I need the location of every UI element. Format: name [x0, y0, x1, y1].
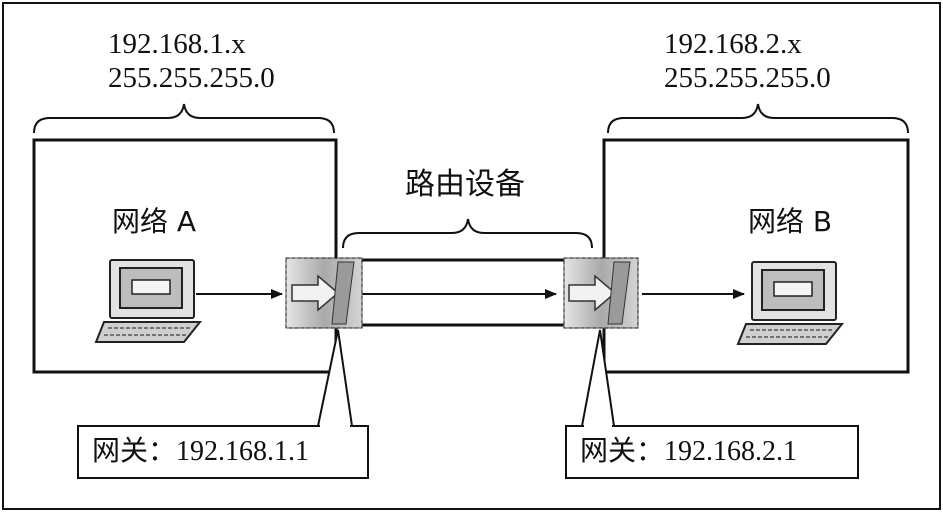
router-b-icon — [563, 257, 639, 329]
gateway-a-pointer — [317, 329, 353, 427]
network-b-box — [602, 138, 910, 374]
computer-a-icon — [94, 259, 203, 343]
gateway-b-pointer — [581, 329, 615, 427]
computer-b-icon — [736, 261, 845, 345]
gateway-a-label: 网关：192.168.1.1 — [92, 436, 310, 467]
routing-brace — [342, 218, 593, 249]
network-a-label: 网络 A — [112, 205, 197, 238]
gateway-a-box — [77, 425, 369, 479]
network-a-mask: 255.255.255.0 — [108, 62, 275, 94]
routing-device-label: 路由设备 — [405, 167, 525, 202]
network-b-mask: 255.255.255.0 — [664, 62, 831, 94]
network-a-subnet: 192.168.1.x — [108, 28, 246, 60]
gateway-b-label: 网关：192.168.2.1 — [580, 436, 798, 467]
gateway-b-box — [565, 425, 859, 479]
router-a-icon — [285, 257, 363, 329]
network-b-brace — [607, 103, 909, 134]
network-b-label: 网络 B — [748, 205, 833, 238]
network-b-subnet: 192.168.2.x — [664, 28, 802, 60]
network-a-brace — [33, 103, 335, 134]
